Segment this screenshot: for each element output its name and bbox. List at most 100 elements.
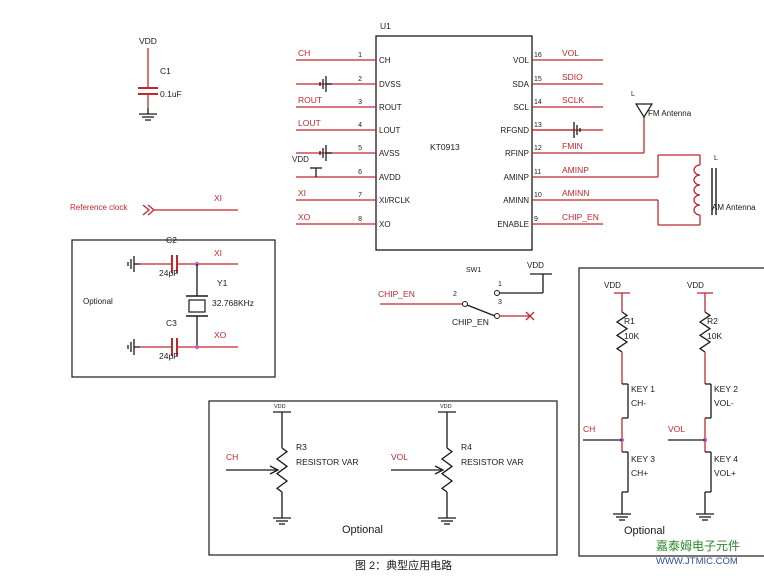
pin-name: AVDD <box>379 173 401 182</box>
pin-number: 13 <box>534 122 542 129</box>
pin-number: 9 <box>534 216 538 223</box>
net-label: SDIO <box>562 72 583 82</box>
pullup-name: R1 <box>624 316 635 326</box>
wiper-arrow-icon <box>434 465 445 475</box>
net-label: SCLK <box>562 95 585 105</box>
wiper-arrow-icon <box>269 465 280 475</box>
pin-name: XI/RCLK <box>379 196 411 205</box>
fm-antenna-icon <box>634 103 654 119</box>
y1-value: 32.768KHz <box>212 298 254 308</box>
key-net-label: CH <box>583 424 595 434</box>
c3-value: 24pF <box>159 351 178 361</box>
key-name: KEY 1 <box>631 384 655 394</box>
pot-vdd-label: VDD <box>440 404 452 410</box>
net-label: CH <box>298 48 310 58</box>
optional-box-potentiometers <box>208 400 558 556</box>
key-function: CH+ <box>631 468 648 478</box>
pin-number: 3 <box>358 99 362 106</box>
am-coil-icon <box>693 164 701 216</box>
crystal-xi-label: XI <box>214 248 222 258</box>
pin-name: AVSS <box>379 149 400 158</box>
clock-net-label: XI <box>214 193 222 203</box>
sw1-no-connect-icon <box>525 311 535 321</box>
net-label: AMINP <box>562 165 589 175</box>
chip-part-name: KT0913 <box>430 142 460 152</box>
pin-number: 6 <box>358 169 362 176</box>
optional-box-crystal <box>71 239 276 378</box>
key-function: VOL+ <box>714 468 736 478</box>
reference-clock-label: Reference clock <box>70 203 128 212</box>
vdd-label: VDD <box>139 36 157 46</box>
pin-name: ENABLE <box>497 220 529 229</box>
pin-name: RFINP <box>505 149 529 158</box>
pot-type: RESISTOR VAR <box>296 457 359 467</box>
watermark-url: WWW.JTMIC.COM <box>656 556 738 567</box>
pot-name: R4 <box>461 442 472 452</box>
key-name: KEY 2 <box>714 384 738 394</box>
pullup-value: 10K <box>707 331 722 341</box>
pin-name: ROUT <box>379 103 402 112</box>
pin-name: LOUT <box>379 126 400 135</box>
sw1-pin2: 2 <box>453 291 457 298</box>
pullup-resistor-icon <box>615 311 629 353</box>
pin-number: 8 <box>358 216 362 223</box>
pin-number: 4 <box>358 122 362 129</box>
am-antenna-ref: L <box>714 155 718 162</box>
pin-number: 11 <box>534 169 541 176</box>
sw1-vdd-label: VDD <box>527 261 544 270</box>
net-label: ROUT <box>298 95 322 105</box>
fm-antenna-ref: L <box>631 91 635 98</box>
sw1-contact <box>494 290 500 296</box>
key-name: KEY 3 <box>631 454 655 464</box>
pin-name: SCL <box>513 103 529 112</box>
net-label: XO <box>298 212 311 222</box>
crystal-xo-label: XO <box>214 330 227 340</box>
optional-label: Optional <box>83 297 113 306</box>
key-function: CH- <box>631 398 646 408</box>
optional-box-keys <box>578 267 764 557</box>
net-label: AMINN <box>562 188 589 198</box>
crystal-y1-body <box>188 299 206 313</box>
key-vdd-label: VDD <box>604 281 621 290</box>
sw1-pin3: 3 <box>498 299 502 306</box>
net-label: LOUT <box>298 118 321 128</box>
figure-caption: 图 2：典型应用电路 <box>355 558 452 572</box>
c2-value: 24pF <box>159 268 178 278</box>
sw1-lever <box>466 304 496 317</box>
pin-name: CH <box>379 56 391 65</box>
avdd-vdd-label: VDD <box>292 155 309 164</box>
key-name: KEY 4 <box>714 454 738 464</box>
chip-body <box>375 35 533 251</box>
pin-number: 1 <box>358 52 362 59</box>
optional-label: Optional <box>624 525 665 537</box>
sw1-contact <box>462 301 468 307</box>
clock-chevron-icon <box>142 204 151 216</box>
c2-name: C2 <box>166 235 177 245</box>
pin-number: 2 <box>358 76 362 83</box>
pin-number: 7 <box>358 192 362 199</box>
pin-number: 15 <box>534 76 542 83</box>
sw1-net-bottom: CHIP_EN <box>452 317 489 327</box>
pullup-resistor-icon <box>698 311 712 353</box>
fm-antenna-label: FM Antenna <box>648 109 692 118</box>
potentiometer-icon <box>275 447 289 493</box>
net-label: XI <box>298 188 306 198</box>
pin-number: 12 <box>534 145 542 152</box>
net-label: FMIN <box>562 141 583 151</box>
pin-name: RFGND <box>501 126 530 135</box>
c1-name: C1 <box>160 66 171 76</box>
pin-name: VOL <box>513 56 530 65</box>
pin-number: 16 <box>534 52 542 59</box>
pot-type: RESISTOR VAR <box>461 457 524 467</box>
potentiometer-icon <box>440 447 454 493</box>
sw1-pin1: 1 <box>498 281 502 288</box>
pot-net-label: VOL <box>391 452 408 462</box>
pin-name: SDA <box>513 80 530 89</box>
c1-value: 0.1uF <box>160 89 182 99</box>
key-vdd-label: VDD <box>687 281 704 290</box>
key-function: VOL- <box>714 398 734 408</box>
sw1-contact <box>494 313 500 319</box>
pin-name: DVSS <box>379 80 401 89</box>
watermark-name: 嘉泰姆电子元件 <box>656 539 740 553</box>
